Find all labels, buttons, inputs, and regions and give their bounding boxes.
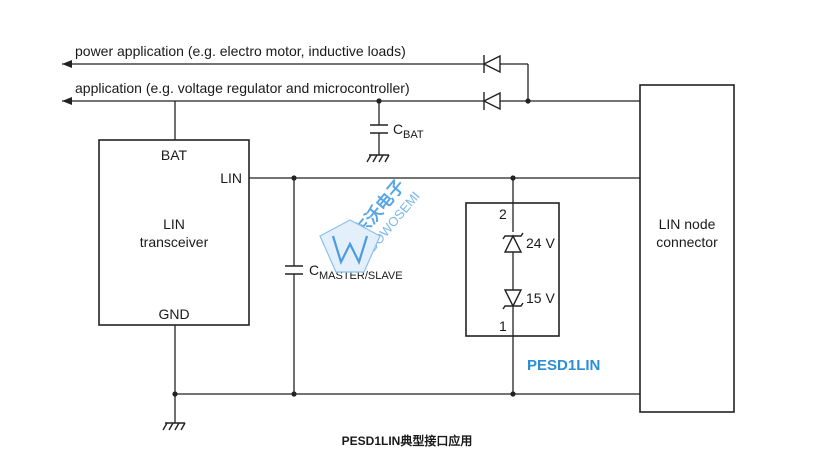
lin-pin-label: LIN xyxy=(220,170,242,186)
power-application-label: power application (e.g. electro motor, i… xyxy=(75,43,406,59)
gnd-pin-label: GND xyxy=(158,306,189,322)
cms-label-sub: MASTER/SLAVE xyxy=(319,270,403,282)
supply-diode-bottom xyxy=(482,91,501,111)
device-name-label: PESD1LIN xyxy=(527,357,600,374)
cbat-label-main: C xyxy=(393,121,403,137)
cbat-label-sub: BAT xyxy=(403,129,424,141)
cmaster-slave-capacitor xyxy=(285,175,303,397)
connector-label-line2: connector xyxy=(656,234,718,250)
cbat-capacitor xyxy=(366,98,390,163)
ground-junction-dot xyxy=(172,391,178,397)
figure-caption: PESD1LIN典型接口应用 xyxy=(342,433,473,448)
transceiver-label-line2: transceiver xyxy=(140,234,209,250)
watermark-logo-icon xyxy=(319,219,381,273)
power-application-line xyxy=(62,60,528,68)
cms-label-main: C xyxy=(309,262,319,278)
ground-symbol xyxy=(162,422,186,431)
bat-pin-label: BAT xyxy=(161,147,188,163)
zener-24v-label: 24 V xyxy=(526,235,555,251)
pin1-label: 1 xyxy=(499,318,507,334)
connector-label-line1: LIN node xyxy=(659,216,716,232)
application-label: application (e.g. voltage regulator and … xyxy=(75,80,410,96)
application-line xyxy=(62,97,640,105)
zener-15v-label: 15 V xyxy=(526,290,555,306)
junction-dot xyxy=(525,98,531,104)
supply-diode-top xyxy=(482,54,501,74)
pesd1lin-device xyxy=(465,175,560,397)
transceiver-label-line1: LIN xyxy=(163,216,185,232)
pin2-label: 2 xyxy=(499,206,507,222)
lin-transceiver-block xyxy=(98,139,250,326)
lin-node-connector-block xyxy=(639,84,735,413)
